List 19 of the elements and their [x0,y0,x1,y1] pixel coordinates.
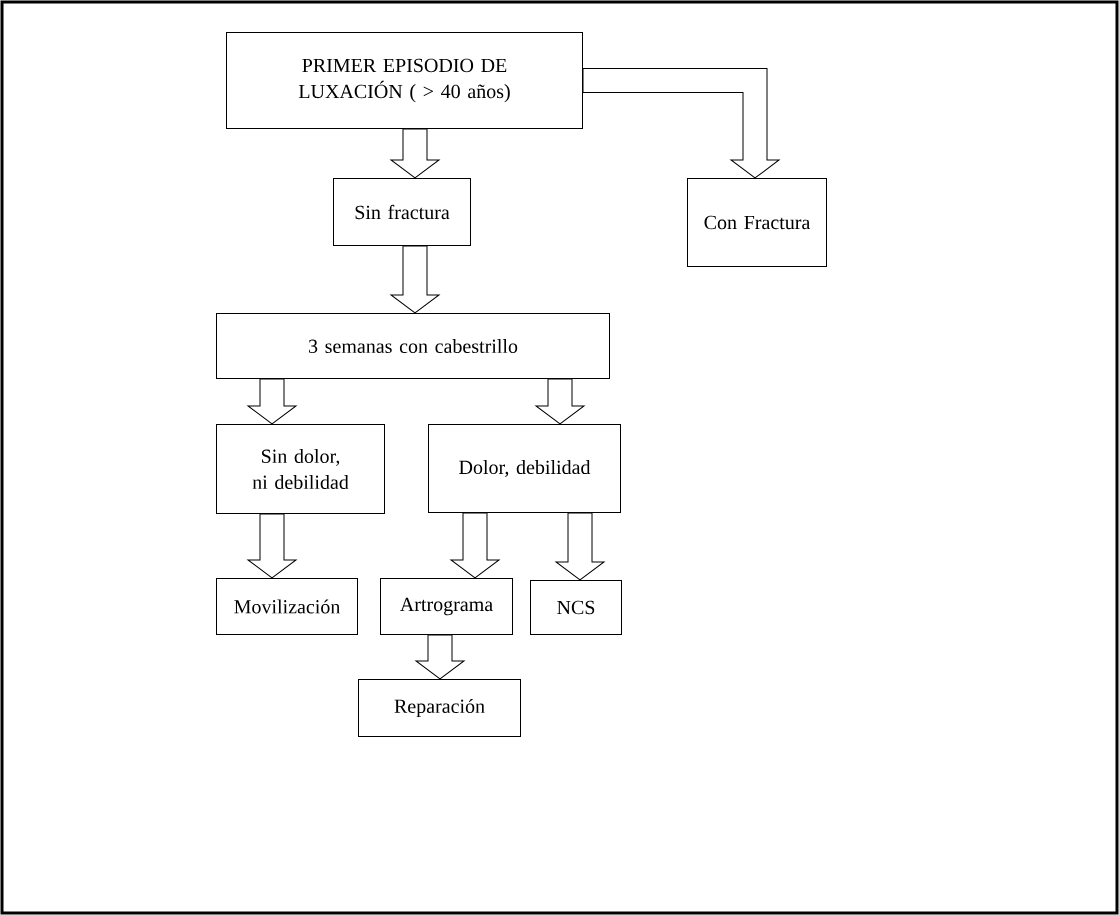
block-arrow [247,513,297,579]
process-box: Artrograma [380,578,513,635]
block-arrow [415,634,465,680]
block-arrow [390,245,440,314]
block-arrow [535,378,585,425]
block-arrow [582,68,780,179]
block-arrow [390,128,440,179]
process-box: Sin fractura [333,178,471,246]
process-box: Movilización [216,578,358,635]
process-box: Con Fractura [687,178,827,267]
process-box: Reparación [358,679,521,737]
process-box: Sin dolor, ni debilidad [216,424,385,514]
process-box: NCS [530,580,622,635]
block-arrow [450,512,500,579]
process-box: Dolor, debilidad [428,424,621,513]
block-arrow [555,512,605,581]
process-box: 3 semanas con cabestrillo [216,313,610,379]
process-box: PRIMER EPISODIO DE LUXACIÓN ( > 40 años) [226,32,583,129]
block-arrow [247,378,297,425]
